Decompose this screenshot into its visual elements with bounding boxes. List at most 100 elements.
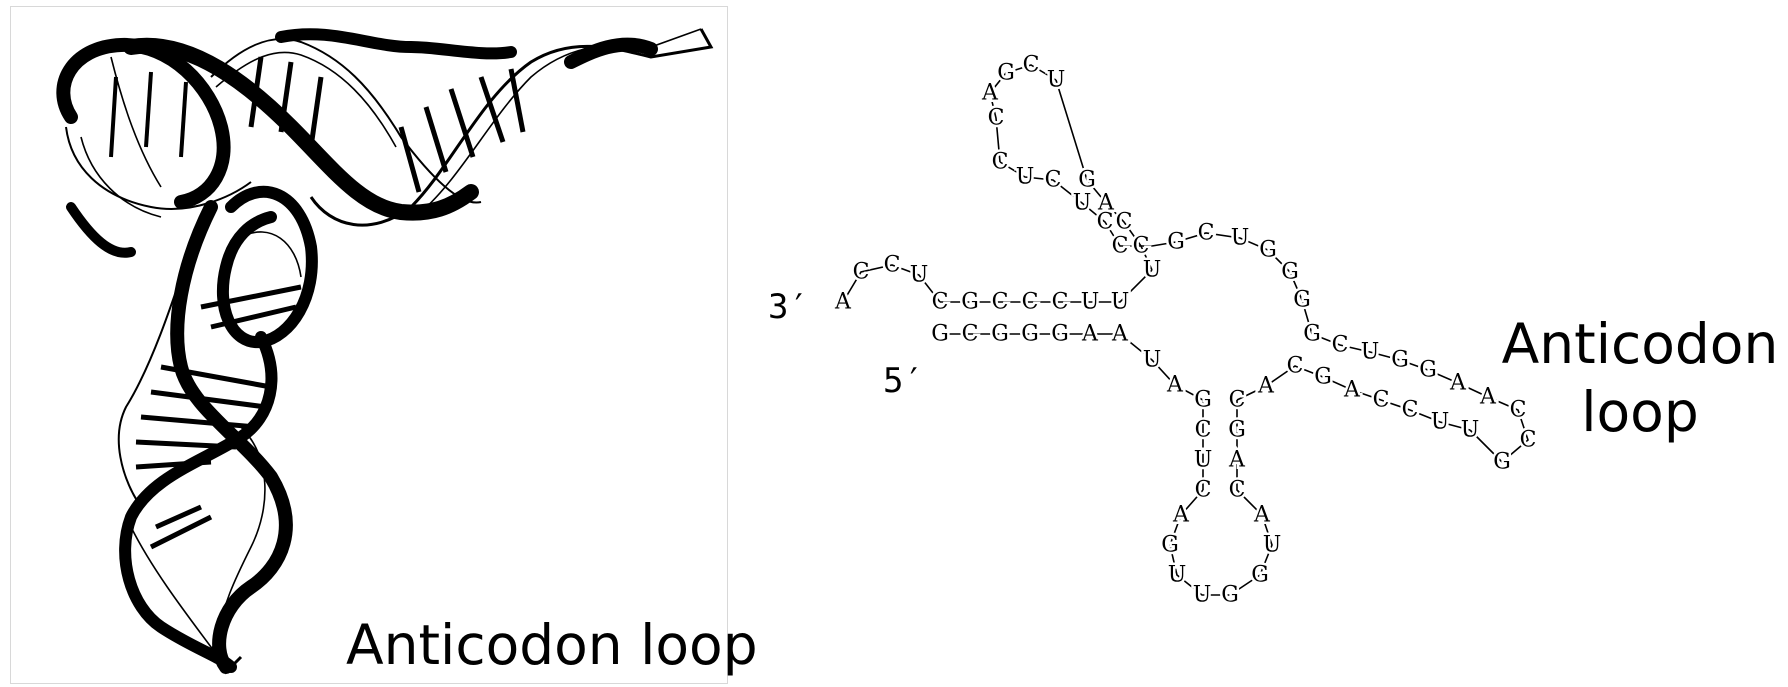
nucleotide: U [1361,340,1380,365]
nucleotide: C [1045,168,1062,193]
backbone-lines [842,64,1529,596]
nucleotide: C [992,290,1009,315]
nucleotide: A [1097,191,1115,216]
backbone-segment [1151,232,1313,335]
nucleotide: C [884,253,901,278]
nucleotide: C [962,322,979,347]
nucleotide: C [1112,234,1129,259]
nucleotide: A [1172,503,1190,528]
right-caption-line-2: loop [1581,380,1699,444]
trna-3d-ribbon-drawing [56,28,714,675]
nucleotide: G [991,322,1009,347]
nucleotide: C [1116,210,1133,235]
backbone-segment [999,161,1152,247]
nucleotide: G [1314,365,1332,390]
nucleotide: U [1111,290,1130,315]
nucleotide: A [1257,374,1275,399]
nucleotide: A [1253,503,1271,528]
nucleotide: C [1332,333,1349,358]
five-prime-label: 5′ [883,361,924,401]
nucleotide: C [1510,398,1527,423]
right-caption-line-1: Anticodon [1501,312,1779,376]
nucleotide: G [1281,260,1299,285]
nucleotide: C [1229,478,1246,503]
nucleotide: G [1021,322,1039,347]
nucleotide: C [1022,290,1039,315]
nucleotide: C [1402,398,1419,423]
nucleotide: C [1373,388,1390,413]
nucleotide: U [1016,165,1035,190]
nucleotide: A [1479,385,1497,410]
nucleotide: G [1419,358,1437,383]
nucleotide: U [1431,410,1450,435]
nucleotide: G [1078,168,1096,193]
nucleotide: C [1052,290,1069,315]
backbone-segment [1055,79,1153,271]
nucleotide: G [1303,322,1321,347]
nucleotide: U [1073,191,1092,216]
nucleotide: G [1221,583,1239,608]
nucleotide: C [1229,388,1246,413]
nucleotide: U [1047,68,1066,93]
nucleotide: G [1051,322,1069,347]
nucleotide: G [1228,418,1246,443]
nucleotide: C [1198,221,1215,246]
nucleotide: G [1251,563,1269,588]
nucleotide: U [1461,418,1480,443]
nucleotide: G [1259,238,1277,263]
nucleotide: U [1263,533,1282,558]
nucleotide: A [1449,371,1467,396]
nucleotide: G [1167,230,1185,255]
nucleotide: U [1081,290,1100,315]
nucleotide: G [1194,388,1212,413]
backbone-segment [940,269,1153,303]
nucleotide: G [997,61,1015,86]
nucleotide: C [932,290,949,315]
nucleotide: C [1023,53,1040,78]
nucleotide: G [1293,288,1311,313]
nucleotide: G [1391,348,1409,373]
right-anticodon-caption: Anticodon loop [1490,310,1788,446]
backbone-segment [1169,489,1273,596]
nucleotide: A [1228,448,1246,473]
nucleotide: U [1168,563,1187,588]
nucleotide: A [1111,322,1129,347]
nucleotide: C [1287,354,1304,379]
nucleotide: A [981,81,999,106]
anticodon-helix [117,200,293,675]
backbone-segment [1236,400,1263,516]
nucleotide: G [1161,533,1179,558]
nucleotide: U [910,263,929,288]
nucleotide: U [1193,583,1212,608]
nucleotide: C [1195,418,1212,443]
nucleotide: G [961,290,979,315]
nucleotide: C [992,150,1009,175]
trna-3d-ribbon-panel [10,6,728,684]
nucleotide: A [1081,322,1099,347]
nucleotide: G [1493,450,1511,475]
nucleotide: C [853,260,870,285]
nucleotide: C [988,106,1005,131]
nucleotide: U [1194,448,1213,473]
backbone-segment [842,264,941,303]
three-prime-label: 3′ [768,287,809,327]
nucleotide: C [1195,478,1212,503]
nucleotide: G [931,322,949,347]
nucleotide: U [1143,348,1162,373]
nucleotide: A [1343,378,1361,403]
left-anticodon-caption: Anticodon loop [346,613,758,677]
nucleotide: U [1231,226,1250,251]
backbone-segment [1119,333,1204,490]
elbow-loops [56,37,318,349]
acceptor-helix [123,28,714,227]
backbone-segment [1311,333,1529,464]
nucleotide: C [1097,210,1114,235]
nucleotide: C [1520,428,1537,453]
nucleotide: C [1133,234,1150,259]
nucleotide: U [1143,258,1162,283]
backbone-segment [1236,365,1471,431]
nucleotide: A [1166,373,1184,398]
